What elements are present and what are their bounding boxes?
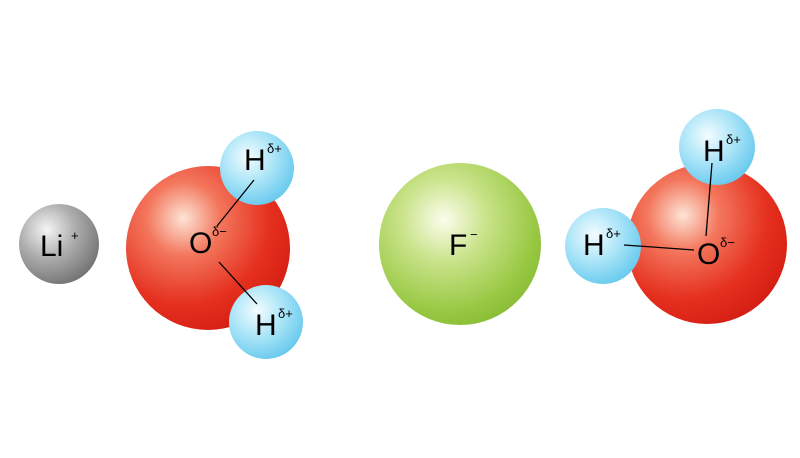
bond-right-top — [705, 162, 713, 237]
oxygen-sphere-right — [627, 164, 787, 324]
hydrogen-symbol-left-top: H — [244, 144, 266, 177]
water-molecule-right: O δ− H δ+ H δ+ — [565, 109, 787, 324]
fluoride-symbol: F — [449, 229, 467, 262]
hydrogen-symbol-left-bottom: H — [255, 309, 277, 342]
hydrogen-charge-left-bottom: δ+ — [278, 306, 293, 321]
fluoride-ion: F − — [379, 163, 541, 325]
hydrogen-sphere-right-left — [565, 208, 641, 284]
hydrogen-charge-right-left: δ+ — [606, 226, 621, 241]
water-molecule-left: O δ− H δ+ H δ+ — [126, 131, 303, 359]
fluoride-sphere — [379, 163, 541, 325]
lithium-ion: Li + — [19, 204, 99, 284]
oxygen-charge-right: δ− — [720, 235, 735, 250]
lithium-symbol: Li — [40, 230, 63, 263]
hydrogen-sphere-right-top — [679, 109, 755, 185]
hydrogen-symbol-right-top: H — [703, 135, 725, 168]
oxygen-charge-left: δ− — [212, 224, 227, 239]
oxygen-sphere-left — [126, 166, 290, 330]
bond-left-bottom — [218, 261, 258, 305]
oxygen-symbol-right: O — [697, 238, 720, 271]
hydrogen-charge-right-top: δ+ — [726, 132, 741, 147]
lithium-charge: + — [71, 228, 79, 243]
hydrogen-charge-left-top: δ+ — [267, 141, 282, 156]
oxygen-symbol-left: O — [189, 227, 212, 260]
bond-left-top — [216, 179, 255, 227]
hydrogen-sphere-left-top — [220, 131, 294, 205]
fluoride-charge: − — [470, 227, 478, 242]
bond-right-left — [623, 244, 695, 251]
hydrogen-symbol-right-left: H — [583, 229, 605, 262]
hydrogen-sphere-left-bottom — [229, 285, 303, 359]
lithium-sphere — [19, 204, 99, 284]
